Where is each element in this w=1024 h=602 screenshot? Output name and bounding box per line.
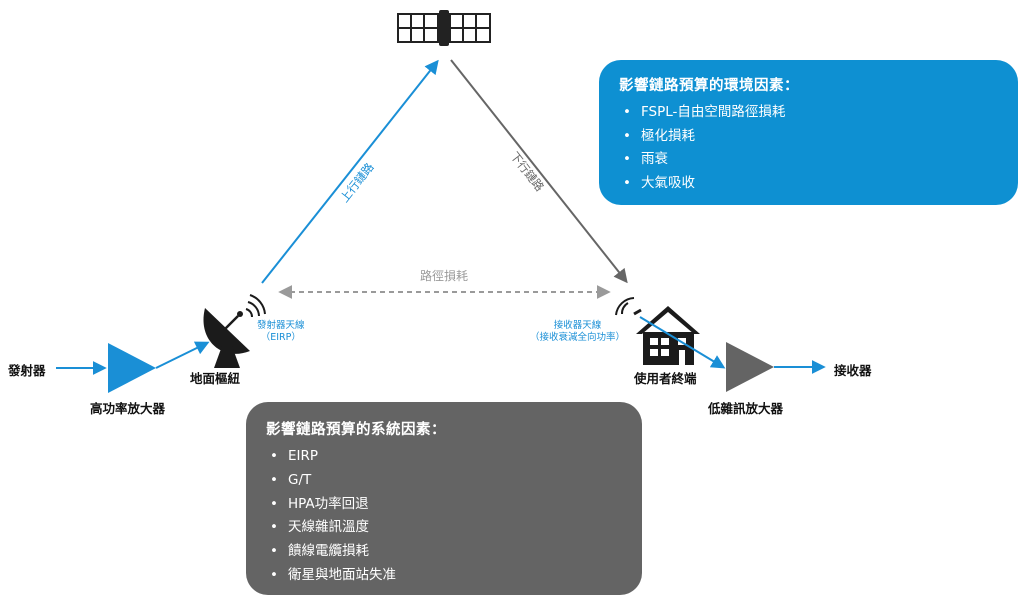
rx-antenna-icon: [615, 297, 642, 316]
system-factor-item: EIRP: [266, 445, 622, 469]
system-factor-item: HPA功率回退: [266, 493, 622, 517]
path-loss-label: 路徑損耗: [420, 268, 468, 283]
system-factor-item: 衛星與地面站失准: [266, 564, 622, 588]
system-factor-item: G/T: [266, 469, 622, 493]
terminal-to-lna-arrow: [639, 316, 726, 369]
hpa-to-dish-arrow: [155, 341, 210, 369]
system-factor-item: 天線雜訊溫度: [266, 516, 622, 540]
receiver-label: 接收器: [834, 363, 872, 378]
satellite-icon: [397, 10, 491, 46]
system-factors-title: 影響鏈路預算的系統因素：: [266, 422, 446, 438]
hpa-label: 高功率放大器: [90, 401, 166, 416]
lna-label: 低雜訊放大器: [708, 401, 784, 416]
system-factor-item: 饋線電纜損耗: [266, 540, 622, 564]
environment-factors-box: 影響鏈路預算的環境因素： FSPL-自由空間路徑損耗 極化損耗 雨衰 大氣吸收: [599, 60, 1018, 205]
environment-factor-item: 大氣吸收: [619, 172, 998, 196]
environment-factor-item: 極化損耗: [619, 125, 998, 149]
tx-antenna-sub: （EIRP）: [260, 332, 301, 343]
rx-antenna-label: 接收器天線 （接收衰減全向功率）: [530, 320, 625, 344]
uplink-arrow: [261, 59, 439, 284]
satellite-dish-icon: [203, 294, 266, 368]
environment-factor-item: FSPL-自由空間路徑損耗: [619, 101, 998, 125]
rx-antenna-title: 接收器天線: [553, 320, 602, 331]
system-factors-list: EIRP G/T HPA功率回退 天線雜訊溫度 饋線電纜損耗 衛星與地面站失准: [266, 445, 622, 588]
environment-factors-list: FSPL-自由空間路徑損耗 極化損耗 雨衰 大氣吸收: [619, 101, 998, 195]
transmitter-label: 發射器: [8, 363, 46, 378]
tx-antenna-label: 發射器天線 （EIRP）: [257, 320, 305, 344]
system-factors-box: 影響鏈路預算的系統因素： EIRP G/T HPA功率回退 天線雜訊溫度 饋線電…: [246, 402, 642, 595]
hpa-amplifier-icon: [108, 343, 156, 393]
tx-antenna-title: 發射器天線: [257, 320, 305, 331]
user-terminal-label: 使用者終端: [634, 371, 697, 386]
downlink-arrow: [450, 59, 628, 284]
lna-amplifier-icon: [726, 342, 774, 392]
uplink-label: 上行鏈路: [337, 160, 377, 205]
user-terminal-house-icon: [636, 306, 700, 365]
rx-antenna-sub: （接收衰減全向功率）: [530, 332, 626, 343]
environment-factor-item: 雨衰: [619, 148, 998, 172]
ground-hub-label: 地面樞紐: [190, 371, 241, 386]
environment-factors-title: 影響鏈路預算的環境因素：: [619, 78, 799, 94]
